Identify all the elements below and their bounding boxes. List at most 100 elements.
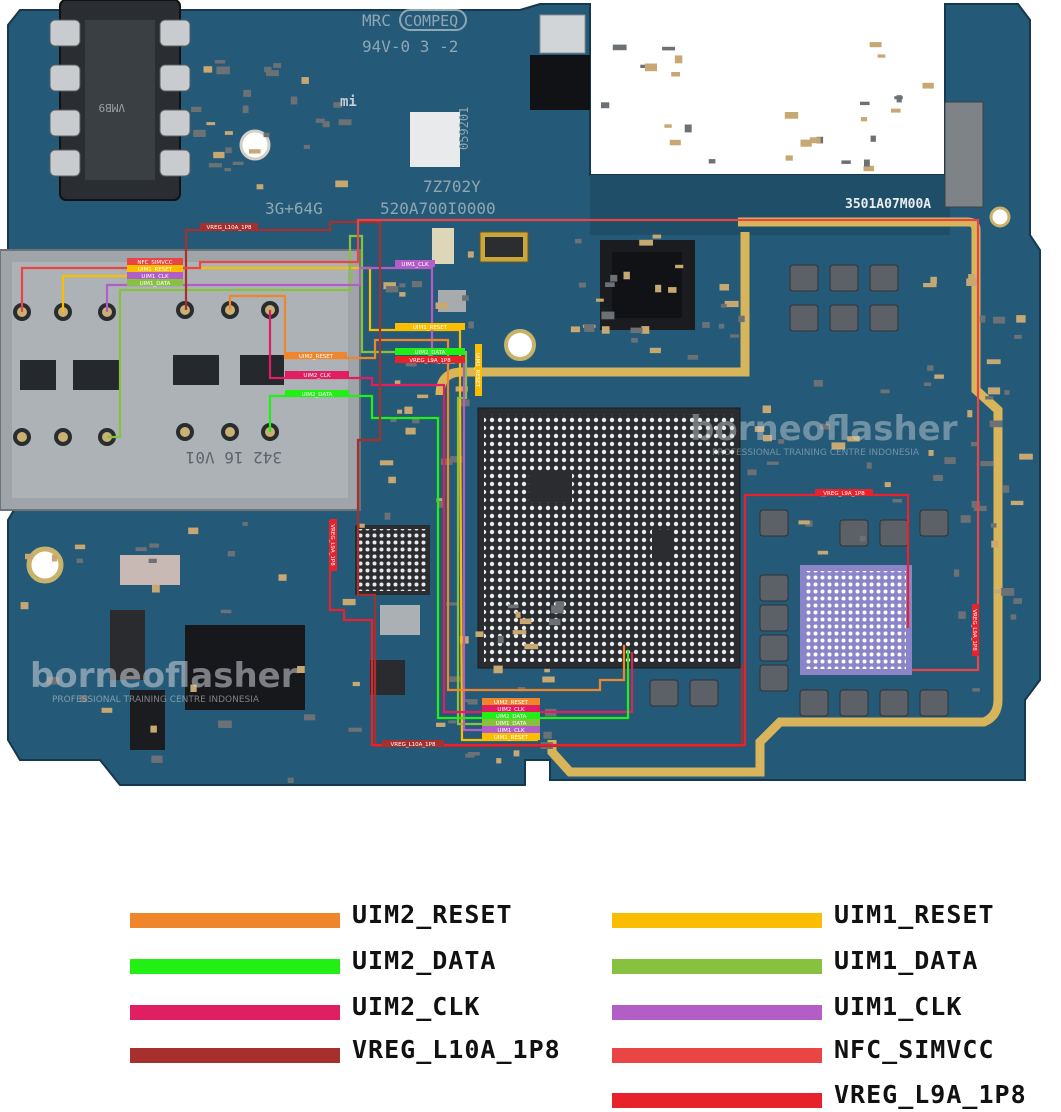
passive (990, 523, 997, 528)
sim-pad-contact (225, 427, 235, 437)
passive (190, 684, 197, 692)
net-labels: VREG_L10A_1P8NFC_SIMVCCUIM1_RESETUIM1_CL… (127, 223, 979, 748)
net-label-uim1-data: UIM1_DATA (482, 719, 540, 727)
passive (20, 602, 29, 610)
passive (813, 380, 823, 387)
passive (412, 418, 420, 424)
net-label-nfc-simvcc: NFC_SIMVCC (127, 258, 183, 266)
passive (227, 551, 235, 557)
passive (968, 274, 975, 282)
passive (435, 302, 448, 309)
silk-memory: 3G+64G (265, 199, 323, 218)
net-label-uim2-clk: UIM2_CLK (482, 705, 540, 713)
passive (866, 462, 872, 469)
passive (869, 42, 882, 48)
net-label-vertical-vreg-l9a: VREG_L9A_1P8 (971, 604, 979, 656)
passive (335, 180, 348, 188)
passive (601, 102, 610, 109)
passive (515, 611, 521, 618)
net-label-bg (482, 712, 540, 719)
passive (933, 474, 943, 481)
passive (436, 722, 446, 727)
passive (463, 699, 470, 703)
passive (404, 406, 413, 414)
passive (297, 666, 305, 673)
passive (987, 387, 1001, 395)
net-label-uim1-clk: UIM1_CLK (395, 260, 435, 268)
passive (880, 389, 890, 394)
passive (208, 163, 222, 168)
jack-tab (49, 149, 81, 177)
passive (930, 276, 937, 284)
passive (79, 695, 88, 703)
net-label-bg (482, 733, 540, 740)
net-label-text: VREG_L9A_1P8 (971, 609, 977, 651)
legend-swatch (612, 959, 822, 974)
passive (778, 439, 785, 444)
legend-label: UIM1_DATA (834, 946, 979, 975)
legend-label: UIM1_CLK (834, 992, 963, 1021)
passive (342, 598, 356, 606)
passive (860, 101, 870, 106)
net-label-text: UIM1_RESET (138, 267, 173, 273)
legend-label: UIM1_RESET (834, 900, 995, 929)
silk-jack-code: VMB9 (99, 101, 126, 114)
passive (754, 426, 765, 432)
passive (966, 278, 979, 286)
net-label-text: UIM1_CLK (401, 262, 429, 268)
passive (191, 106, 202, 112)
passive (674, 55, 683, 64)
inductor (869, 304, 899, 332)
passive (864, 159, 870, 167)
trace-nfc-simvcc (20, 218, 980, 672)
silk-code-b: 7Z702Y (423, 177, 481, 196)
passive (301, 77, 309, 84)
passive (224, 131, 233, 135)
passive (273, 63, 282, 68)
net-label-text: UIM2_RESET (494, 700, 529, 706)
watermark-tagline-left: PROFESSIONAL TRAINING CENTRE INDONESIA (52, 695, 260, 705)
passive (927, 365, 934, 371)
passive (475, 631, 484, 637)
silk-badge-frame (399, 9, 467, 31)
jack-tab (159, 109, 191, 137)
cpu-bga-balls (484, 414, 734, 662)
passive (671, 72, 680, 77)
inductor (789, 304, 819, 332)
net-label-bg (330, 519, 337, 571)
passive (383, 282, 396, 290)
passive (203, 66, 213, 73)
net-label-bg (285, 390, 349, 397)
inductor (829, 304, 859, 332)
passive (747, 469, 757, 476)
passive (859, 535, 866, 542)
silk-code-a: 059201 (457, 107, 471, 150)
passive (892, 499, 902, 503)
chip-top (530, 55, 590, 110)
passive (436, 498, 443, 503)
passive (290, 96, 298, 105)
net-label-vertical-uim1-reset: UIM1_RESET (474, 344, 482, 396)
passive (644, 63, 657, 72)
passive (687, 355, 699, 360)
passive (348, 727, 362, 732)
passive (266, 70, 279, 77)
passive (446, 602, 459, 606)
net-label-bg (972, 604, 979, 656)
net-label-bg (127, 279, 183, 286)
inductor (919, 689, 949, 717)
passive (152, 584, 160, 593)
legend-swatch (130, 1005, 340, 1020)
passive (304, 714, 316, 721)
legend-label: VREG_L10A_1P8 (352, 1035, 561, 1064)
net-label-bg (395, 356, 465, 363)
passive (1016, 315, 1026, 323)
passive (462, 295, 469, 301)
passive (877, 54, 886, 58)
net-label-text: UIM1_DATA (496, 721, 527, 727)
passive (379, 460, 394, 466)
passive (841, 160, 851, 164)
net-label-text: UIM2_CLK (303, 373, 331, 379)
passive (1014, 334, 1022, 339)
